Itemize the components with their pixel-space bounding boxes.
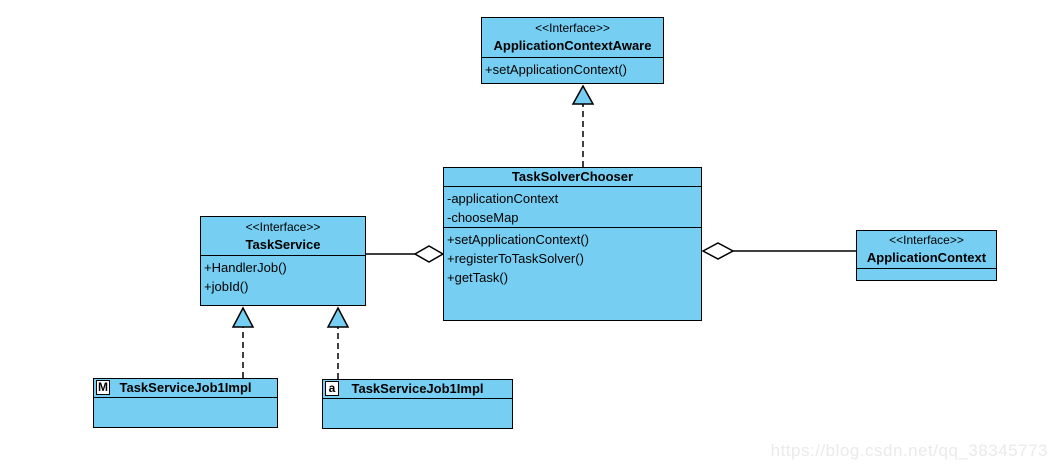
letter-m-icon: M (96, 380, 110, 395)
class-box-application-context-aware: <<Interface>> ApplicationContextAware +s… (481, 17, 664, 84)
realization-triangle-icon (571, 84, 595, 105)
operation: +HandlerJob() (204, 260, 287, 275)
class-title-compartment: M TaskServiceJob1Impl (94, 379, 277, 398)
aggregation-diamond-icon-left (413, 245, 445, 263)
aggregation-diamond-icon-right (701, 242, 735, 260)
operation: +setApplicationContext() (447, 232, 589, 247)
attributes-compartment: -applicationContext -chooseMap (444, 187, 701, 228)
stereotype-label: <<Interface>> (889, 233, 964, 247)
class-name: TaskServiceJob1Impl (351, 381, 484, 396)
stereotype-label: <<Interface>> (245, 219, 321, 234)
class-box-task-service: <<Interface>> TaskService +HandlerJob() … (200, 216, 366, 306)
empty-compartment (857, 269, 996, 280)
operation: +jobId() (204, 279, 249, 294)
class-title-compartment: <<Interface>> ApplicationContext (857, 231, 996, 269)
class-title-compartment: TaskSolverChooser (444, 168, 701, 187)
operation: +setApplicationContext() (485, 62, 627, 77)
attribute: -chooseMap (447, 210, 519, 225)
operations-compartment: +HandlerJob() +jobId() (201, 256, 365, 305)
attribute: -applicationContext (447, 191, 559, 206)
class-name: TaskSolverChooser (511, 169, 634, 184)
letter-a-icon: a (325, 381, 339, 396)
class-name: ApplicationContextAware (493, 38, 652, 53)
class-box-task-service-job1-impl-a: a TaskServiceJob1Impl (322, 379, 513, 429)
empty-compartment (323, 399, 512, 428)
class-name: TaskService (245, 236, 321, 252)
operations-compartment: +setApplicationContext() (482, 58, 663, 83)
operations-compartment: +setApplicationContext() +registerToTask… (444, 228, 701, 320)
class-box-task-solver-chooser: TaskSolverChooser -applicationContext -c… (443, 167, 702, 321)
class-name: ApplicationContext (866, 250, 987, 265)
class-title-compartment: a TaskServiceJob1Impl (323, 380, 512, 399)
empty-compartment (94, 398, 277, 427)
operation: +getTask() (447, 270, 509, 285)
class-box-task-service-job1-impl-m: M TaskServiceJob1Impl (93, 378, 278, 428)
watermark-text: https://blog.csdn.net/qq_38345773 (770, 441, 1048, 460)
class-box-application-context: <<Interface>> ApplicationContext (856, 230, 997, 281)
operation: +registerToTaskSolver() (447, 251, 584, 266)
stereotype-label: <<Interface>> (535, 21, 610, 35)
class-name: TaskServiceJob1Impl (119, 380, 252, 395)
realization-triangle-icon (326, 306, 350, 328)
realization-triangle-icon (231, 306, 255, 328)
class-title-compartment: <<Interface>> ApplicationContextAware (482, 18, 663, 58)
class-title-compartment: <<Interface>> TaskService (201, 217, 365, 256)
